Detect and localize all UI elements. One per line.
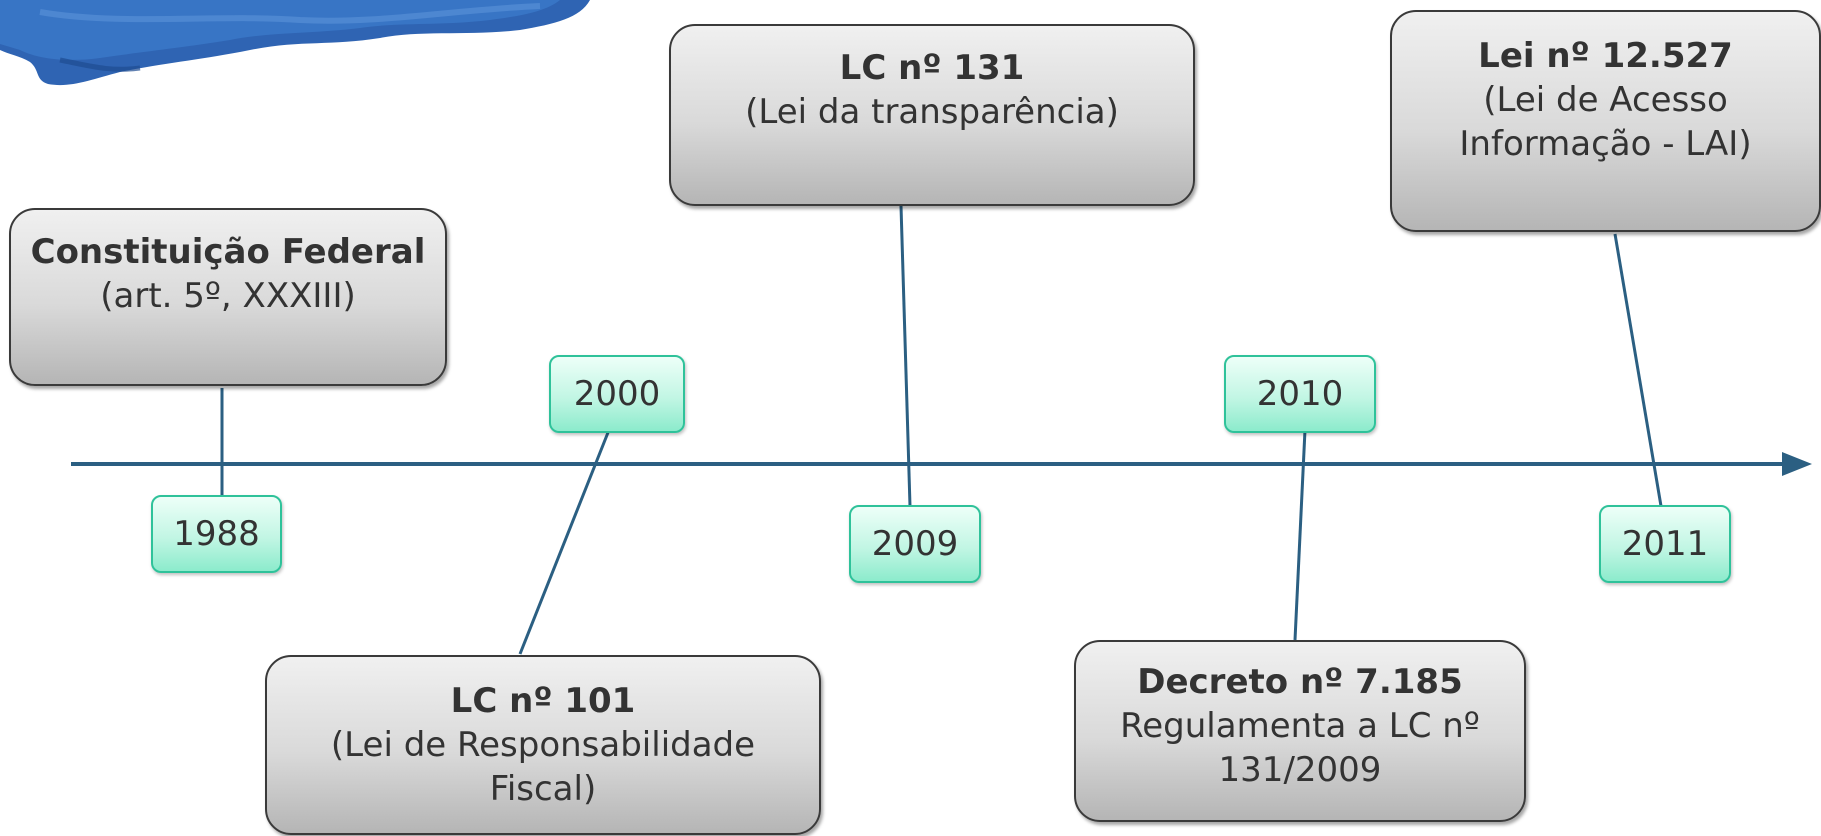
- year-badge-2011: 2011: [1599, 505, 1731, 583]
- timeline-arrowhead: [1782, 452, 1812, 476]
- event-box-lc-131: LC nº 131 (Lei da transparência): [669, 24, 1195, 206]
- corner-brush-decoration: [0, 0, 590, 86]
- event-subtitle: (Lei da transparência): [745, 92, 1119, 132]
- event-title: Lei nº 12.527: [1478, 36, 1733, 76]
- event-title: Constituição Federal: [30, 232, 426, 272]
- connector-2009: [899, 205, 912, 507]
- connector-2011: [1613, 233, 1663, 507]
- event-subtitle: (Lei de Responsabilidade Fiscal): [330, 725, 756, 809]
- event-subtitle: Regulamenta a LC nº 131/2009: [1120, 706, 1480, 790]
- event-box-lei-12527: Lei nº 12.527 (Lei de Acesso Informação …: [1390, 10, 1821, 232]
- event-box-constituicao: Constituição Federal (art. 5º, XXXIII): [9, 208, 447, 386]
- year-badge-2000: 2000: [549, 355, 685, 433]
- connector-2010: [1293, 429, 1307, 641]
- connector-2000: [518, 429, 611, 655]
- year-badge-2009: 2009: [849, 505, 981, 583]
- year-badge-1988: 1988: [151, 495, 282, 573]
- event-box-lc-101: LC nº 101 (Lei de Responsabilidade Fisca…: [265, 655, 821, 835]
- event-title: Decreto nº 7.185: [1137, 662, 1463, 702]
- event-title: LC nº 131: [839, 48, 1025, 88]
- event-subtitle: (Lei de Acesso Informação - LAI): [1459, 80, 1752, 164]
- event-subtitle: (art. 5º, XXXIII): [100, 276, 356, 316]
- event-title: LC nº 101: [450, 681, 636, 721]
- year-badge-2010: 2010: [1224, 355, 1376, 433]
- event-box-decreto-7185: Decreto nº 7.185 Regulamenta a LC nº 131…: [1074, 640, 1526, 822]
